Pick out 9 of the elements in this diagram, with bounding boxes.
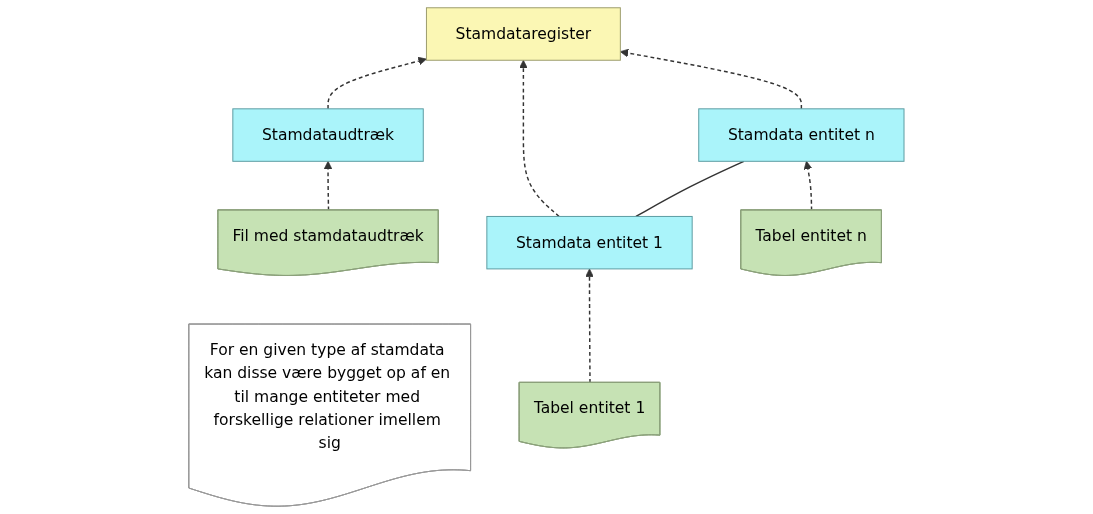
connector [635, 160, 745, 218]
node-box: Stamdata entitet n [698, 108, 905, 162]
node-box: Stamdataudtræk [232, 108, 424, 162]
arrow [519, 59, 560, 218]
arrow [585, 268, 594, 384]
node-box: Stamdataregister [426, 7, 621, 61]
arrow [327, 56, 427, 110]
arrow [620, 48, 803, 110]
node-box: Stamdata entitet 1 [486, 215, 693, 270]
